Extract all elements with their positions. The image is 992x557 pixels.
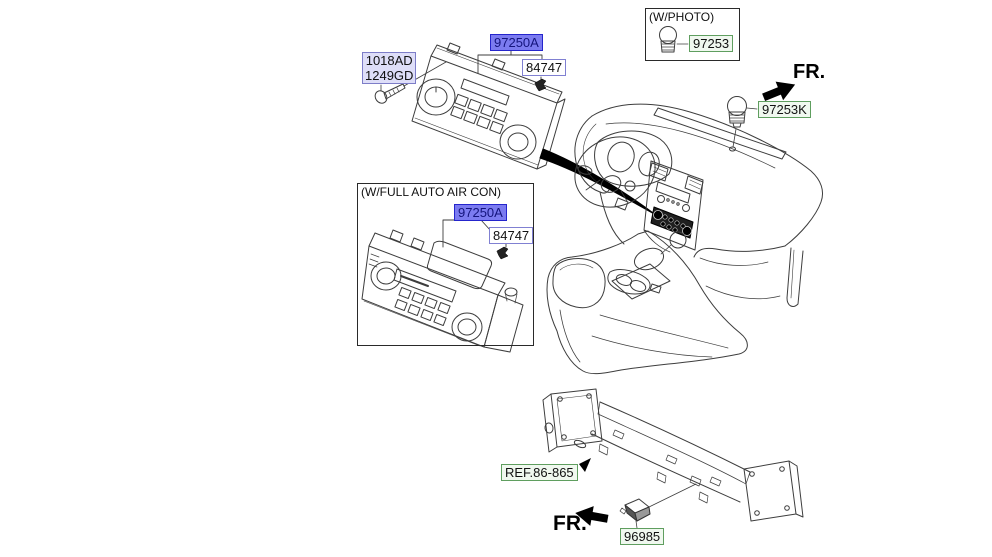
callout-clip-auto[interactable]: 84747 <box>489 227 534 244</box>
center-stack-drawing <box>643 160 704 253</box>
part-number: 1018AD <box>365 53 413 68</box>
steering-wheel-drawing <box>574 136 656 211</box>
front-direction-label-top: FR. <box>793 61 826 83</box>
part-number: 1249GD <box>365 68 414 83</box>
clip-main-glyph <box>534 78 547 92</box>
ref-leader-arrow <box>579 458 591 472</box>
ambient-sensor-drawing <box>619 498 651 529</box>
photo-option-box: (W/PHOTO) <box>645 8 740 61</box>
full-auto-aircon-box: (W/FULL AUTO AIR CON) <box>357 183 534 346</box>
clip-auto-glyph <box>496 246 509 260</box>
front-direction-label-bottom: FR. <box>553 512 587 535</box>
callout-crossmember-ref[interactable]: REF.86-865 <box>501 464 578 481</box>
callout-leaders-main <box>477 50 547 92</box>
callout-heater-control-auto[interactable]: 97250A <box>454 204 507 221</box>
full-auto-panel-drawing <box>361 219 524 353</box>
callout-ambient-sensor[interactable]: 96985 <box>620 528 665 545</box>
fr-arrow-top <box>762 81 796 102</box>
fr-arrow-bottom <box>575 506 609 526</box>
callout-screw-kit[interactable]: 1018AD 1249GD <box>362 52 417 84</box>
callout-clip-main[interactable]: 84747 <box>522 59 567 76</box>
heater-control-main-drawing <box>411 42 566 170</box>
photo-sensor-box-drawing <box>659 26 689 53</box>
callout-heater-control-main[interactable]: 97250A <box>490 34 543 51</box>
crash-bar-drawing <box>542 388 804 522</box>
dashboard-drawing <box>574 103 824 307</box>
callout-photo-sensor[interactable]: 97253 <box>689 35 734 52</box>
photo-sensor-installed-drawing <box>727 96 758 152</box>
callout-photo-sensor-installed[interactable]: 97253K <box>758 101 811 118</box>
photo-box-title: (W/PHOTO) <box>649 10 715 24</box>
center-console-drawing <box>546 230 781 375</box>
full-auto-box-title: (W/FULL AUTO AIR CON) <box>361 185 502 199</box>
